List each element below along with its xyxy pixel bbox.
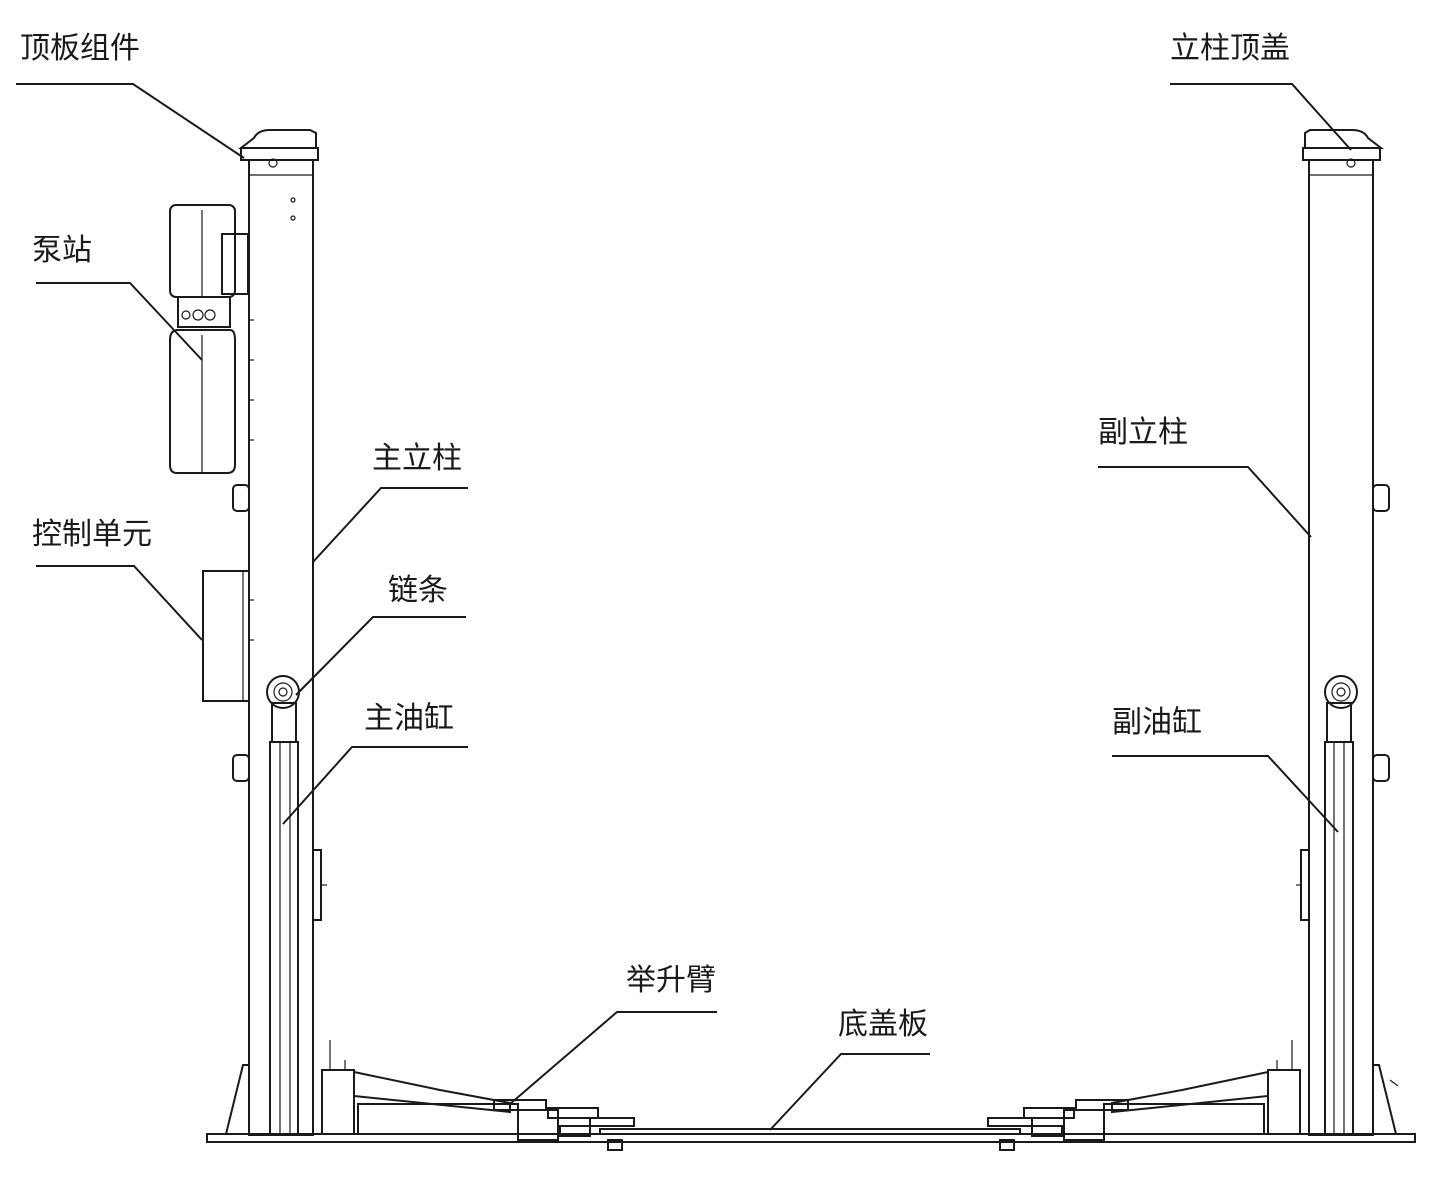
aux-column-drawing [1296,159,1399,1136]
leader-main-cylinder [282,746,468,825]
column-top-cover-drawing [1302,129,1384,168]
label-aux-cylinder: 副油缸 [1112,705,1202,740]
leader-top-plate [16,83,245,159]
label-chain: 链条 [388,573,448,608]
control-unit-drawing [202,570,250,702]
label-lift-arm: 举升臂 [626,963,716,998]
pump-station-drawing [169,204,249,474]
leader-pump-station [36,282,203,361]
main-column-drawing [224,159,327,1136]
main-cylinder-drawing [266,675,300,1136]
label-control-unit: 控制单元 [32,517,152,552]
left-lift-arm-drawing [321,1040,635,1151]
label-main-column: 主立柱 [372,441,462,476]
label-top-plate-assembly: 顶板组件 [20,31,140,66]
leader-base-cover [769,1053,930,1131]
leader-lines [16,83,1352,1131]
base-plate [206,1133,1416,1143]
top-plate-assembly-drawing [238,129,319,168]
leader-column-top-cover [1170,83,1352,151]
label-aux-column: 副立柱 [1098,415,1188,450]
leader-aux-cylinder [1112,755,1339,833]
leader-control-unit [36,565,203,641]
leader-lift-arm [509,1011,717,1105]
base-cover-drawing [599,1128,1021,1135]
label-main-cylinder: 主油缸 [364,701,454,736]
leader-chain [295,616,466,696]
label-column-top-cover: 立柱顶盖 [1170,31,1290,66]
label-pump-station: 泵站 [32,233,92,268]
leader-aux-column [1098,466,1312,538]
aux-cylinder-drawing [1324,675,1358,1136]
label-base-cover: 底盖板 [838,1007,928,1042]
leader-main-column [312,487,468,563]
right-lift-arm-drawing [987,1040,1301,1151]
